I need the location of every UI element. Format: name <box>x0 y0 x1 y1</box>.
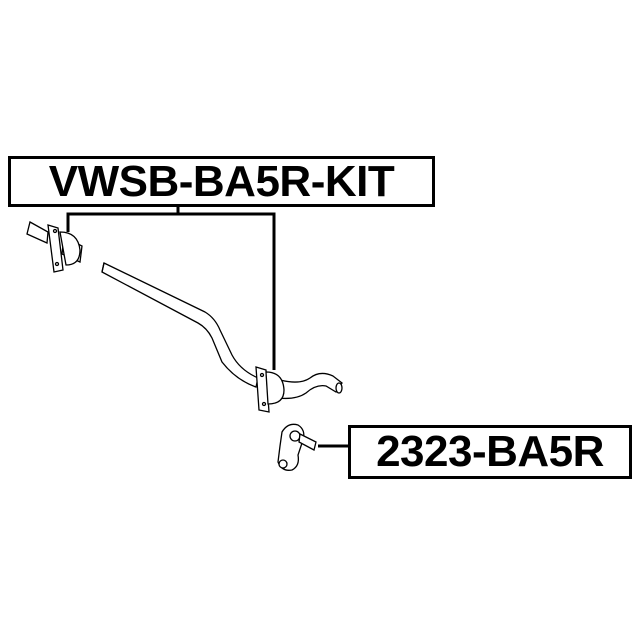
kit-part-number-text: VWSB-BA5R-KIT <box>48 156 395 206</box>
kit-part-number-label: VWSB-BA5R-KIT <box>8 156 435 207</box>
stabilizer-bar <box>101 262 343 400</box>
kit-leader-branches <box>66 212 276 370</box>
leader-lines <box>66 206 348 448</box>
bushing-left <box>26 221 83 273</box>
link-part-number-text: 2323-BA5R <box>376 427 604 476</box>
link-part-number-label: 2323-BA5R <box>348 425 632 479</box>
stabilizer-link <box>277 423 317 471</box>
bushing-right <box>255 366 285 413</box>
